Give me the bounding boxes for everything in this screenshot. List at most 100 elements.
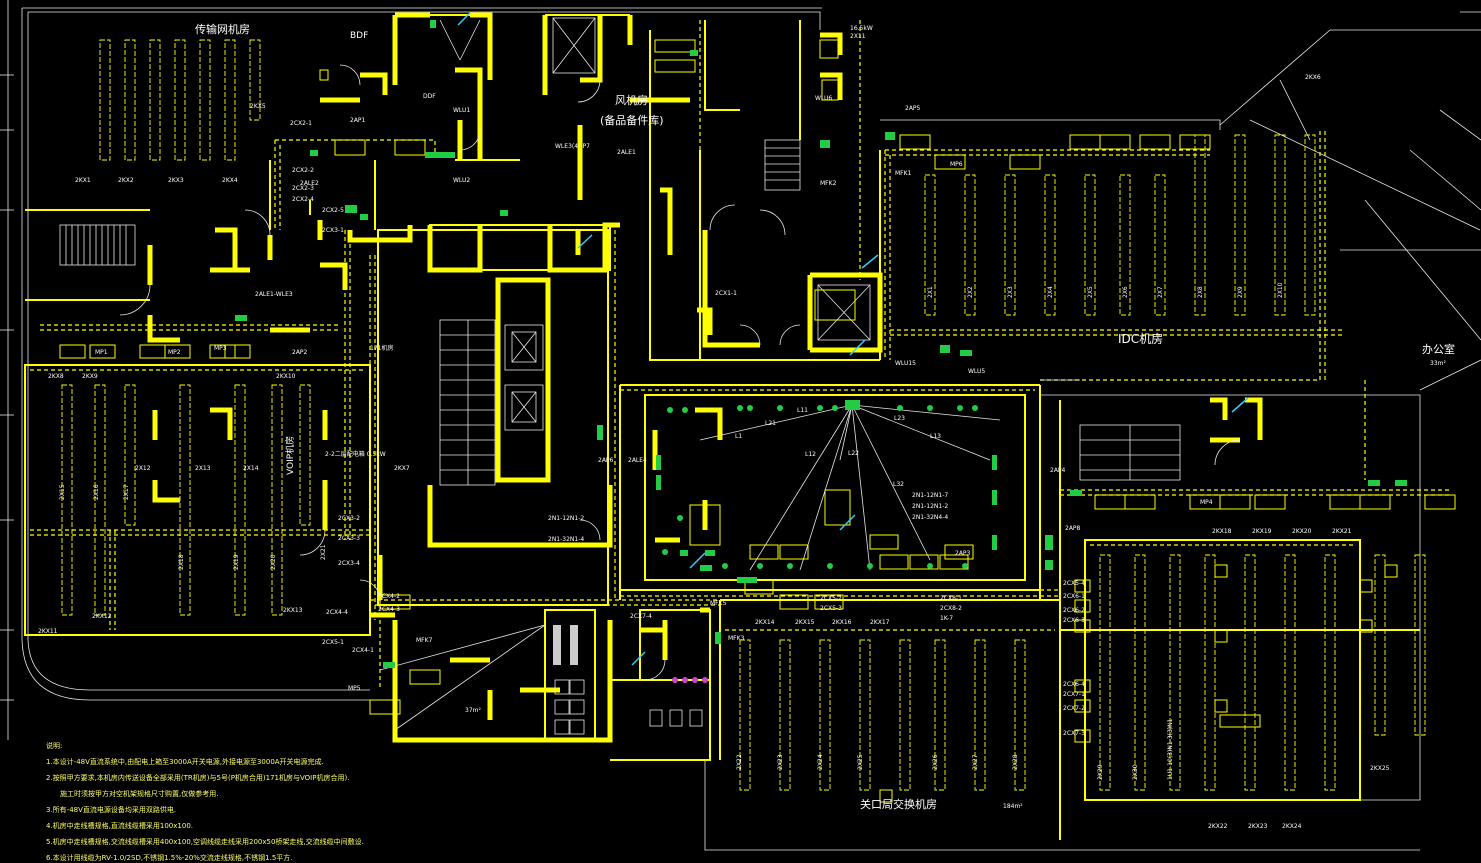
callout: 2KX7 <box>394 465 410 472</box>
callout: L23 <box>894 415 905 422</box>
callout: 2KX17 <box>870 619 890 626</box>
callout: 2CX4-1 <box>352 647 374 654</box>
notes-line: 3.所有-48V直流电源设备均采用双路供电. <box>46 805 176 814</box>
callout: 2CX6-3 <box>1063 617 1085 624</box>
callout: 2AP6 <box>598 457 614 464</box>
elevators <box>504 284 871 431</box>
design-notes: 说明: 1.本设计-48V直流系统中,由配电上箱至3000A开关电源,外接电源至… <box>46 741 364 862</box>
notes-line: 4.机房中走线槽规格,直流线缆槽采用100x100. <box>46 821 193 830</box>
cyan-markers <box>457 12 1249 666</box>
callout: 2AP8 <box>1065 525 1081 532</box>
callout: 1K-7 <box>940 615 953 622</box>
stairs <box>59 17 1181 486</box>
callout: 2CX4-3 <box>378 606 400 613</box>
callout: 2KX5 <box>250 103 266 110</box>
callout: 2N1-32N4-4 <box>912 514 948 521</box>
callout: 2CX5-2 <box>820 595 842 602</box>
callout: MFK2 <box>820 180 837 187</box>
callout: 2X8 <box>1197 286 1204 298</box>
callout: 2KX12 <box>92 613 112 620</box>
callout: 2KX3 <box>168 177 184 184</box>
callout: WLU2 <box>453 177 470 184</box>
callout: MP4 <box>1200 499 1213 506</box>
callout: 2CX2-2 <box>292 167 314 174</box>
callout: 2X21 <box>320 544 327 560</box>
callout: 2X25 <box>857 754 864 770</box>
notes-line: 施工时须按甲方对空机架规格尺寸购置,仅做参考用. <box>60 789 218 798</box>
callout: 2CX3-2 <box>338 515 360 522</box>
room-label-voip: VOIP机房 <box>284 436 296 475</box>
room-label-transmission: 传输网机房 <box>195 22 250 36</box>
toilet-fixtures <box>553 625 708 735</box>
walls <box>147 12 1263 743</box>
callout: 2X20 <box>270 554 277 570</box>
callout: 2X16 <box>93 484 100 500</box>
callout: WLU1 <box>453 107 470 114</box>
callout: 2N1-32N1-4 <box>548 536 584 543</box>
callout: MP5 <box>348 685 361 692</box>
callout: 2X15 <box>59 484 66 500</box>
callout: 2CX2-1 <box>290 120 312 127</box>
callout: L22 <box>848 450 859 457</box>
callout: 2KX25 <box>1370 765 1390 772</box>
callout: MFK7 <box>416 637 433 644</box>
callout: 2X10 <box>1277 282 1284 298</box>
callout: WLU15 <box>895 360 916 367</box>
callout: 2CX5-1 <box>322 639 344 646</box>
callout: 2KX1 <box>75 177 91 184</box>
callout: 2AP4 <box>1050 467 1066 474</box>
callout: 2KX16 <box>832 619 852 626</box>
callout: 2X27 <box>972 754 979 770</box>
equipment-boxes <box>59 39 1456 803</box>
callout: 2CX5-3 <box>820 605 842 612</box>
callout: WLE3(4)-P7 <box>555 143 590 150</box>
callout: 2AP5 <box>905 105 921 112</box>
label-ddf: DDF <box>423 93 436 100</box>
callout: 2X1 <box>927 286 934 298</box>
notes-title: 说明: <box>46 741 62 750</box>
callout: 2CX4-2 <box>378 593 400 600</box>
callout: 2KX23 <box>1248 823 1268 830</box>
callout: 2KX21 <box>1332 528 1352 535</box>
area-labels: 33m² 37m² 184m² <box>465 360 1446 810</box>
callout: 2KX19 <box>1252 528 1272 535</box>
callout: 2CX7-4 <box>630 613 652 620</box>
callout: 2X7 <box>1157 286 1164 298</box>
callout: 2KX2 <box>118 177 134 184</box>
callout: 2CX2-5 <box>322 207 344 214</box>
callout: 2X13 <box>195 465 211 472</box>
callout: WLU5 <box>968 368 985 375</box>
callout: MFK1 <box>895 170 912 177</box>
callout: 2CX4-4 <box>326 609 348 616</box>
callout: 2KX6 <box>1305 74 1321 81</box>
callout: 2X6 <box>1122 286 1129 298</box>
notes-line: 2.按照甲方要求,本机房内传送设备全部采用(TR机房)与5号(P机房合用)171… <box>46 773 349 782</box>
room-labels: 传输网机房 风机房 (备品备件库) IDC机房 办公室 关口局交换机房 171机… <box>195 22 1455 811</box>
callout: 2CX6-2 <box>1063 607 1085 614</box>
callout: 2X5 <box>1087 286 1094 298</box>
callout: 2X23 <box>777 754 784 770</box>
callout: MP6 <box>950 161 963 168</box>
callout: 2X18 <box>178 554 185 570</box>
lighting-network <box>379 19 1311 731</box>
callout-labels: 2KX5 2KX1 2KX2 2KX3 2KX4 2KX8 2KX9 2KX10… <box>38 25 1390 830</box>
callout: 2CX7-2 <box>1063 705 1085 712</box>
room-label-office: 办公室 <box>1422 342 1455 356</box>
callout: L21 <box>765 420 776 427</box>
callout: 2X4 <box>1047 286 1054 298</box>
notes-line: 6.本设计用线缆为RV-1.0/2SD,不锈钢1.5%-20%交流走线规格,不锈… <box>46 853 293 862</box>
cable-trays <box>30 20 1450 690</box>
callout: 2CX6-1 <box>1063 593 1085 600</box>
callout: 2ALE4 <box>628 457 647 464</box>
callout: 2X3 <box>1007 286 1014 298</box>
callout: 2-2二层配电箱 0.5kW <box>325 450 386 458</box>
callout: MP1 <box>95 349 108 356</box>
callout: 2KX9 <box>82 373 98 380</box>
callout: 2KX20 <box>1292 528 1312 535</box>
callout: 2N1-12N1-7 <box>912 492 948 499</box>
callout: 2X19 <box>233 554 240 570</box>
callout: 2X11 <box>850 33 866 40</box>
callout: 2X2 <box>967 286 974 298</box>
left-axis-ticks <box>0 0 14 740</box>
callout: 2CX2-4 <box>292 196 314 203</box>
